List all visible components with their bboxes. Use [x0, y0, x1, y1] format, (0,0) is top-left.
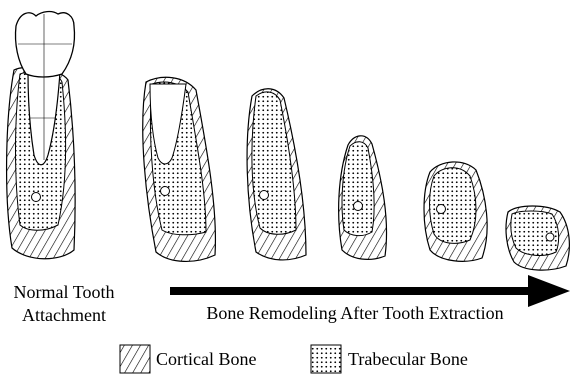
- trabecular-bone-legend-label: Trabecular Bone: [348, 349, 468, 369]
- remodeling-label: Bone Remodeling After Tooth Extraction: [206, 303, 503, 323]
- stage-1: [143, 77, 216, 261]
- trabecular-bone-stage-3: [342, 142, 374, 236]
- stage-5: [506, 206, 569, 270]
- stage-3: [339, 136, 387, 260]
- normal-attachment-label-line1: Normal Tooth: [14, 282, 115, 302]
- cortical-bone-legend-label: Cortical Bone: [156, 349, 256, 369]
- stage-normal-attachment: [7, 12, 76, 259]
- trabecular-bone-swatch: [311, 345, 341, 373]
- cortical-bone-swatch: [120, 345, 150, 373]
- nutrient-canal-stage-5: [546, 233, 554, 241]
- stage-4: [424, 162, 487, 261]
- trabecular-bone-stage-2: [252, 92, 296, 234]
- nutrient-canal-stage-0: [32, 193, 41, 202]
- nutrient-canal-stage-1: [161, 187, 170, 196]
- trabecular-bone-stage-4: [430, 168, 477, 244]
- normal-attachment-label-line2: Attachment: [22, 305, 106, 325]
- nutrient-canal-stage-3: [354, 202, 363, 211]
- nutrient-canal-stage-2: [260, 191, 269, 200]
- nutrient-canal-stage-4: [437, 205, 446, 214]
- legend: Cortical Bone Trabecular Bone: [120, 345, 468, 373]
- stage-2: [247, 89, 306, 260]
